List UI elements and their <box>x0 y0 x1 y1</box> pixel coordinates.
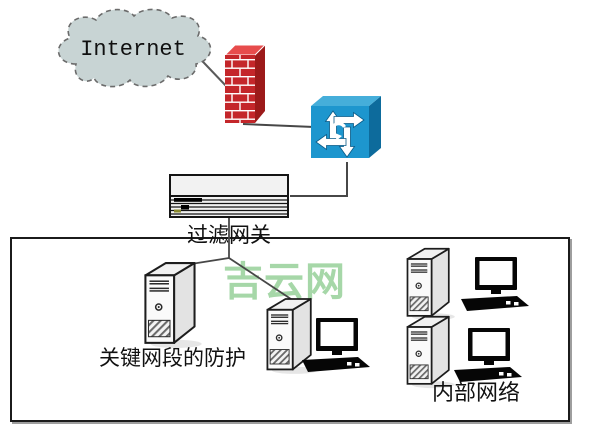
internal-network-label: 内部网络 <box>432 380 521 405</box>
edge-router-gateway <box>290 162 348 197</box>
internet-label: Internet <box>80 37 186 62</box>
rack-server-icon <box>169 174 289 218</box>
firewall-icon <box>223 44 267 123</box>
desktop-pc-icon-internal-1 <box>461 257 529 311</box>
tower-server-icon-critical <box>144 261 203 349</box>
network-boundary-box <box>10 237 570 422</box>
desktop-pc-icon-internal-2 <box>454 328 522 382</box>
critical-segment-label: 关键网段的防护 <box>99 347 246 370</box>
tower-server-icon-internal-2 <box>406 315 456 389</box>
watermark: 吉云网 <box>223 260 346 304</box>
gateway-label: 过滤网关 <box>187 224 271 247</box>
tower-server-icon-internal-1 <box>406 247 456 321</box>
router-icon <box>311 96 381 158</box>
desktop-pc-icon-workstation <box>302 318 370 372</box>
internet-cloud-icon: Internet <box>57 8 212 88</box>
